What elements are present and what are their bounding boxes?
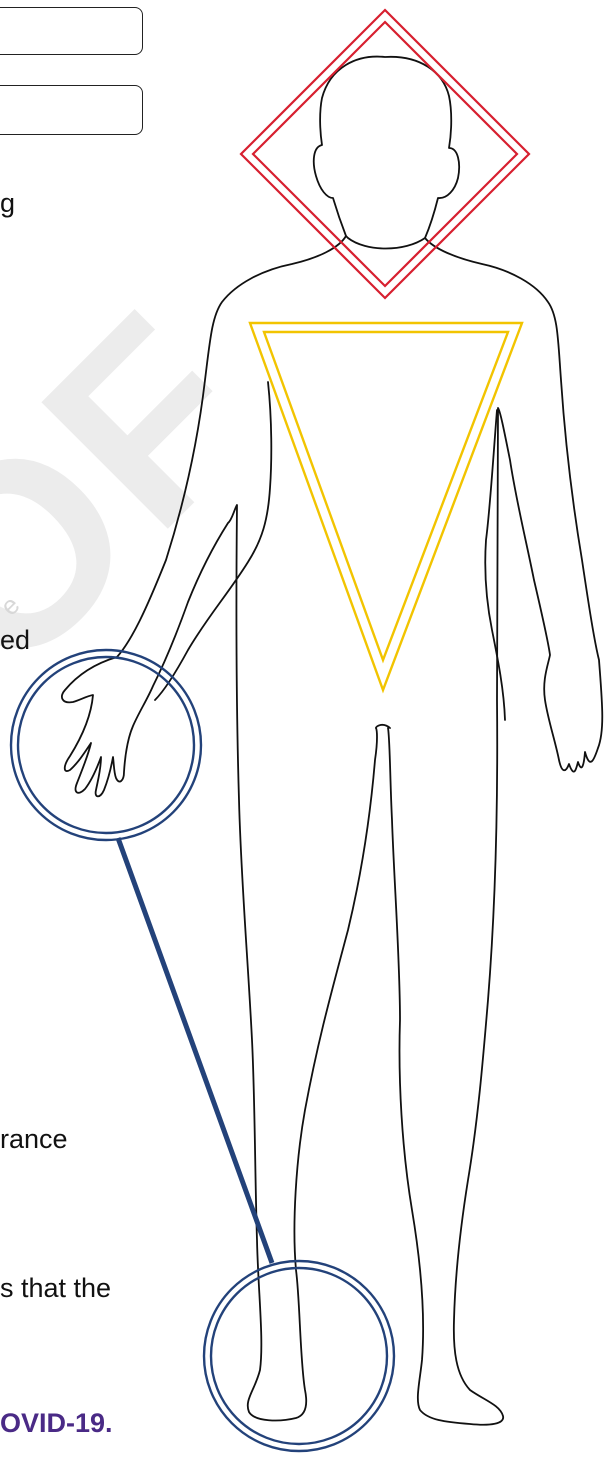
yellow-triangle-region [250,323,522,690]
connector-line [118,838,272,1263]
body-left-outline [62,236,377,1420]
body-right-arm-inner [485,410,505,720]
foot-circle-region [204,1261,394,1451]
body-head-outline [314,57,459,249]
red-diamond-region [241,10,529,298]
body-right-outline [388,238,602,1425]
body-crotch-outline [376,725,390,728]
hand-circle-region [11,650,201,840]
